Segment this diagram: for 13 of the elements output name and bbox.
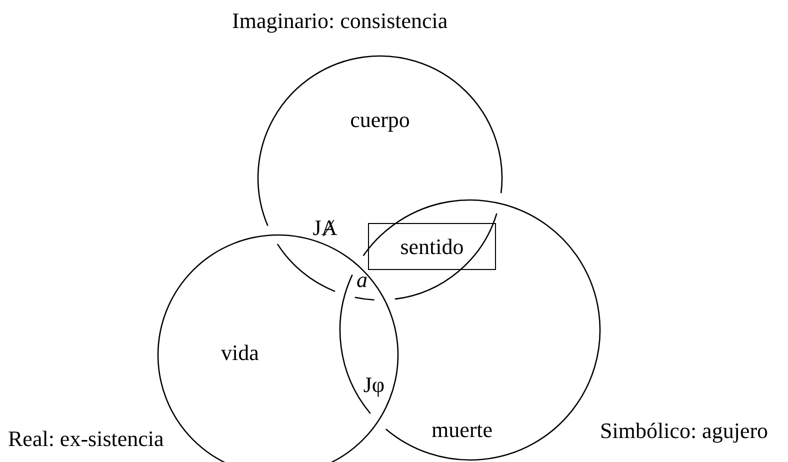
symbol-label: JȺ — [312, 217, 338, 239]
ring-caption: Real: ex-sistencia — [8, 428, 164, 450]
symbol-label: Jφ — [363, 374, 385, 396]
label-box — [368, 223, 496, 270]
region-label: cuerpo — [350, 109, 410, 131]
region-label: sentido — [400, 236, 464, 258]
ring-caption: Simbólico: agujero — [600, 420, 768, 442]
region-label: muerte — [431, 419, 493, 441]
symbol-label: a — [356, 269, 368, 291]
ring-outline — [258, 56, 502, 300]
region-label: vida — [221, 342, 259, 364]
ring-caption: Imaginario: consistencia — [232, 10, 448, 32]
ring-outline — [340, 200, 600, 460]
